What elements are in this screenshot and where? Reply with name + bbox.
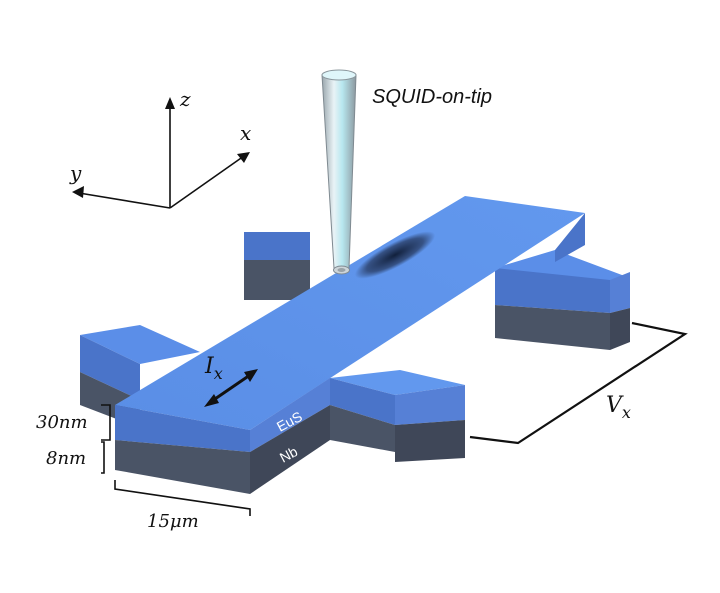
tip-shadow: [354, 231, 436, 279]
arm-front-right: [330, 370, 465, 462]
nb-label: Nb: [277, 443, 301, 466]
eus-thickness-label: 30nm: [36, 412, 88, 433]
axes-arrowheads: [72, 97, 250, 198]
y-axis-label: y: [69, 161, 82, 185]
squid-on-tip-label: SQUID-on-tip: [372, 86, 492, 108]
width-bracket: [114, 480, 251, 516]
voltage-label-sub: x: [622, 403, 631, 422]
current-label-base: I: [204, 354, 215, 379]
arm-back-left: [244, 232, 310, 300]
width-label: 15μm: [147, 511, 199, 532]
current-label-sub: x: [214, 364, 223, 383]
bar-top-surface: [115, 196, 585, 430]
z-axis-label: z: [179, 87, 191, 111]
arm-back-right: [495, 250, 630, 350]
squid-on-tip: [321, 69, 357, 275]
thickness-brackets: [101, 404, 111, 474]
eus-layer-front: [115, 405, 250, 452]
current-arrow: [204, 369, 258, 407]
nb-thickness-label: 8nm: [46, 448, 86, 469]
hall-bar-device: EuS Nb: [80, 196, 630, 494]
current-label: Ix: [204, 354, 223, 383]
coordinate-axes: [78, 104, 245, 209]
voltage-label-base: V: [606, 393, 624, 418]
voltage-label: Vx: [606, 393, 631, 422]
x-axis-label: x: [240, 121, 251, 145]
voltage-wire: [469, 321, 688, 445]
nb-layer-front: [115, 440, 250, 494]
